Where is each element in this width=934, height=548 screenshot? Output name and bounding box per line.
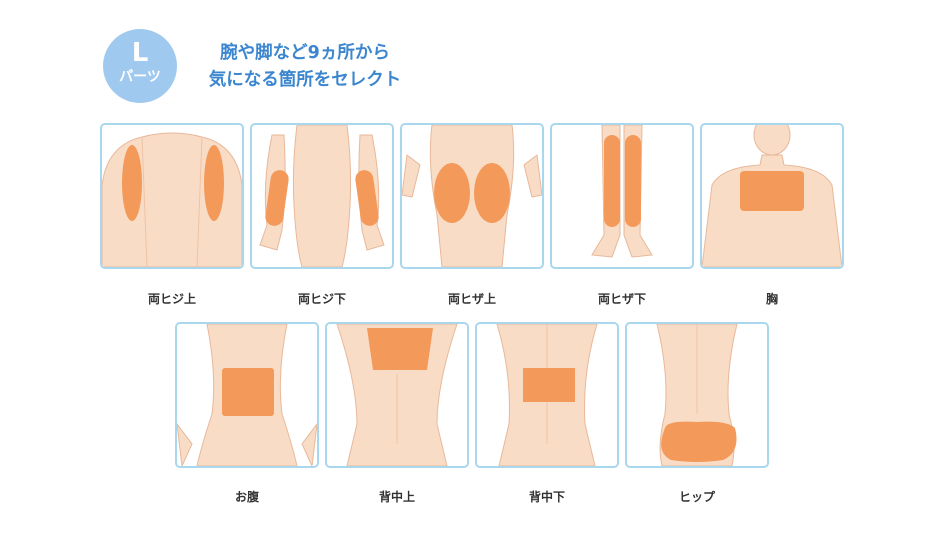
part-card-hips[interactable]: [625, 322, 769, 468]
shins-illustration: [552, 125, 692, 267]
part-card-upper-arms[interactable]: [100, 123, 244, 269]
belly-illustration: [177, 324, 317, 466]
part-card-upper-back[interactable]: [325, 322, 469, 468]
part-card-forearms[interactable]: [250, 123, 394, 269]
part-label-lower-back: 背中下: [472, 488, 622, 505]
part-label-thighs: 両ヒザ上: [397, 290, 547, 307]
part-label-upper-back: 背中上: [322, 488, 472, 505]
part-label-belly: お腹: [172, 488, 322, 505]
part-card-shins[interactable]: [550, 123, 694, 269]
part-label-chest: 胸: [697, 290, 847, 307]
part-card-lower-back[interactable]: [475, 322, 619, 468]
headline-line1: 腕や脚など9ヵ所から: [190, 40, 420, 67]
chest-illustration: [702, 125, 842, 267]
hips-illustration: [627, 324, 767, 466]
thighs-illustration: [402, 125, 542, 267]
forearms-illustration: [252, 125, 392, 267]
upper-arms-illustration: [102, 125, 242, 267]
part-card-thighs[interactable]: [400, 123, 544, 269]
part-label-shins: 両ヒザ下: [547, 290, 697, 307]
part-label-hips: ヒップ: [622, 488, 772, 505]
badge-letter: L: [103, 40, 177, 66]
part-card-belly[interactable]: [175, 322, 319, 468]
headline: 腕や脚など9ヵ所から 気になる箇所をセレクト: [190, 40, 420, 94]
part-label-forearms: 両ヒジ下: [247, 290, 397, 307]
headline-line2: 気になる箇所をセレクト: [190, 67, 420, 94]
part-card-chest[interactable]: [700, 123, 844, 269]
lower-back-illustration: [477, 324, 617, 466]
badge-sub: パーツ: [103, 69, 177, 85]
size-badge: L パーツ: [103, 29, 177, 103]
part-label-upper-arms: 両ヒジ上: [97, 290, 247, 307]
upper-back-illustration: [327, 324, 467, 466]
